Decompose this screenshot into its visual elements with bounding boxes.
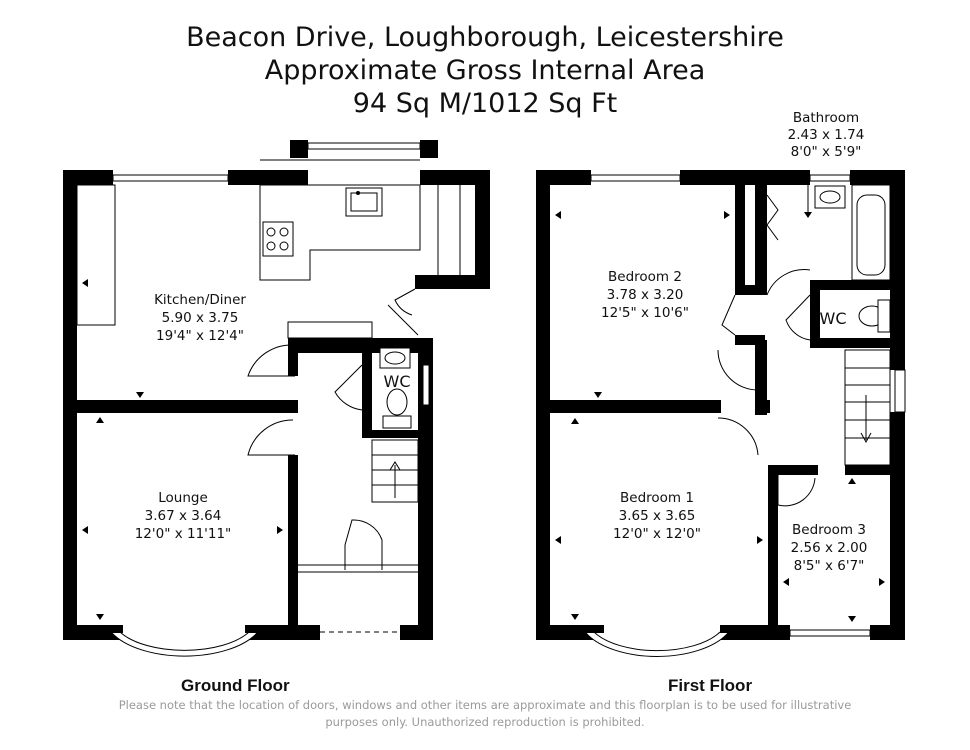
- gf-toilet-icon: [386, 388, 408, 416]
- bedroom3-metric: 2.56 x 2.00: [791, 540, 868, 556]
- ff-door-bed1: [717, 417, 759, 456]
- gf-door-kitchen: [247, 344, 295, 377]
- ff-wall-bed2-bed1: [536, 400, 721, 413]
- disclaimer: Please note that the location of doors, …: [60, 697, 910, 731]
- ff-wall-top-left: [536, 170, 591, 185]
- bathroom-imperial: 8'0" x 5'9": [791, 144, 862, 160]
- ff-wall-right-lower: [890, 412, 905, 640]
- ff-wall-wc-bottom: [810, 338, 905, 348]
- ff-wall-bottom-right: [870, 625, 905, 640]
- bedroom2-name: Bedroom 2: [608, 269, 682, 285]
- bedroom2-imperial: 12'5" x 10'6": [601, 305, 689, 321]
- bedroom1-imperial: 12'0" x 12'0": [613, 526, 701, 542]
- gf-wall-hall-left-bottom: [288, 455, 298, 640]
- first-floor-plan: [536, 170, 906, 657]
- gf-bay-window-lounge: [111, 632, 258, 657]
- ff-wall-bath-bottom: [810, 280, 905, 290]
- title-address: Beacon Drive, Loughborough, Leicestershi…: [186, 22, 784, 53]
- gf-basin-icon: [379, 347, 411, 369]
- gf-wc-label: WC: [384, 372, 411, 391]
- ff-staircase: [844, 349, 891, 466]
- ff-wall-top-mid: [680, 170, 810, 185]
- kitchen-metric: 5.90 x 3.75: [162, 310, 239, 326]
- gf-wall-wc-bottom: [362, 430, 433, 438]
- gf-wall-bay-post-right: [420, 140, 438, 158]
- gf-wall-top-left: [63, 170, 113, 185]
- ff-door-cupboard: [721, 294, 736, 336]
- gf-wall-bay-post-left: [290, 140, 308, 158]
- gf-wall-wc-left: [362, 338, 372, 438]
- ff-wall-bed3-left: [768, 465, 778, 640]
- gf-window-wc: [422, 364, 430, 406]
- gf-wall-right-upper: [475, 170, 490, 285]
- gf-wall-bottom-mid: [245, 625, 320, 640]
- ff-window-bed3: [789, 629, 871, 637]
- ff-door-bath-bifold: [766, 194, 779, 241]
- gf-window-kitchen-left: [112, 174, 229, 182]
- ff-door-bath: [766, 269, 811, 296]
- ff-bay-window-bed1: [585, 632, 729, 657]
- ff-door-wc: [785, 294, 811, 341]
- gf-wall-top-mid: [228, 170, 308, 185]
- disclaimer-line-2: purposes only. Unauthorized reproduction…: [325, 715, 645, 729]
- ff-wall-bottom-mid: [720, 625, 790, 640]
- first-floor-label: First Floor: [668, 676, 753, 695]
- gf-wall-kitchen-lounge: [63, 400, 298, 413]
- gf-wall-bottom-right: [400, 625, 433, 640]
- gf-door-lounge: [247, 419, 295, 456]
- gf-wall-right-lower: [418, 338, 433, 638]
- ff-door-bed3: [777, 475, 816, 507]
- ff-window-bed2: [590, 174, 681, 182]
- bathroom-metric: 2.43 x 1.74: [788, 127, 865, 143]
- bathroom-name: Bathroom: [793, 110, 859, 126]
- gf-staircase: [371, 439, 419, 503]
- ff-wall-wc-left: [810, 280, 820, 345]
- lounge-imperial: 12'0" x 11'11": [135, 526, 232, 542]
- disclaimer-line-1: Please note that the location of doors, …: [118, 698, 852, 712]
- ff-wall-landing-left: [755, 185, 767, 295]
- gf-wall-bottom-left: [63, 625, 123, 640]
- bedroom1-metric: 3.65 x 3.65: [619, 508, 696, 524]
- ff-basin-icon: [814, 185, 846, 209]
- ground-floor-plan: [63, 140, 490, 657]
- hob-icon: [262, 221, 294, 257]
- gf-window-bay-top: [307, 142, 421, 150]
- ff-wall-landing-left-lower: [755, 340, 767, 415]
- bath-icon: [851, 184, 891, 281]
- gf-wall-hall-top: [288, 338, 433, 353]
- gf-kitchen-unit-left: [76, 184, 116, 326]
- lounge-name: Lounge: [158, 490, 208, 506]
- ff-wc-label: WC: [820, 309, 847, 328]
- gf-door-porch: [344, 519, 383, 570]
- kitchen-imperial: 19'4" x 12'4": [156, 328, 244, 344]
- ff-door-bed2: [717, 349, 759, 391]
- title-area-heading: Approximate Gross Internal Area: [264, 55, 706, 86]
- gf-wall-top-right: [420, 170, 490, 185]
- ff-window-bath: [809, 174, 851, 182]
- ff-window-stairs: [894, 369, 906, 413]
- gf-wall-hall-left-top: [288, 338, 298, 376]
- title-area-value: 94 Sq M/1012 Sq Ft: [352, 88, 618, 119]
- kitchen-name: Kitchen/Diner: [154, 292, 246, 308]
- gf-hall-unit: [287, 321, 373, 339]
- bedroom2-metric: 3.78 x 3.20: [607, 287, 684, 303]
- bedroom3-imperial: 8'5" x 6'7": [794, 558, 865, 574]
- bedroom3-name: Bedroom 3: [792, 522, 866, 538]
- bedroom1-name: Bedroom 1: [620, 490, 694, 506]
- ff-wall-right-upper: [890, 170, 905, 370]
- gf-wall-right-step: [415, 275, 490, 289]
- ff-wall-bed3-top-right: [845, 465, 905, 475]
- ff-wall-bed2-right-upper: [735, 185, 745, 285]
- ff-wall-bottom-left: [536, 625, 604, 640]
- gf-door-kitchen-rear: [394, 288, 416, 316]
- ff-wall-bed3-top-left: [768, 465, 818, 475]
- gf-door-wc: [334, 364, 363, 411]
- ground-floor-label: Ground Floor: [181, 676, 290, 695]
- lounge-metric: 3.67 x 3.64: [145, 508, 222, 524]
